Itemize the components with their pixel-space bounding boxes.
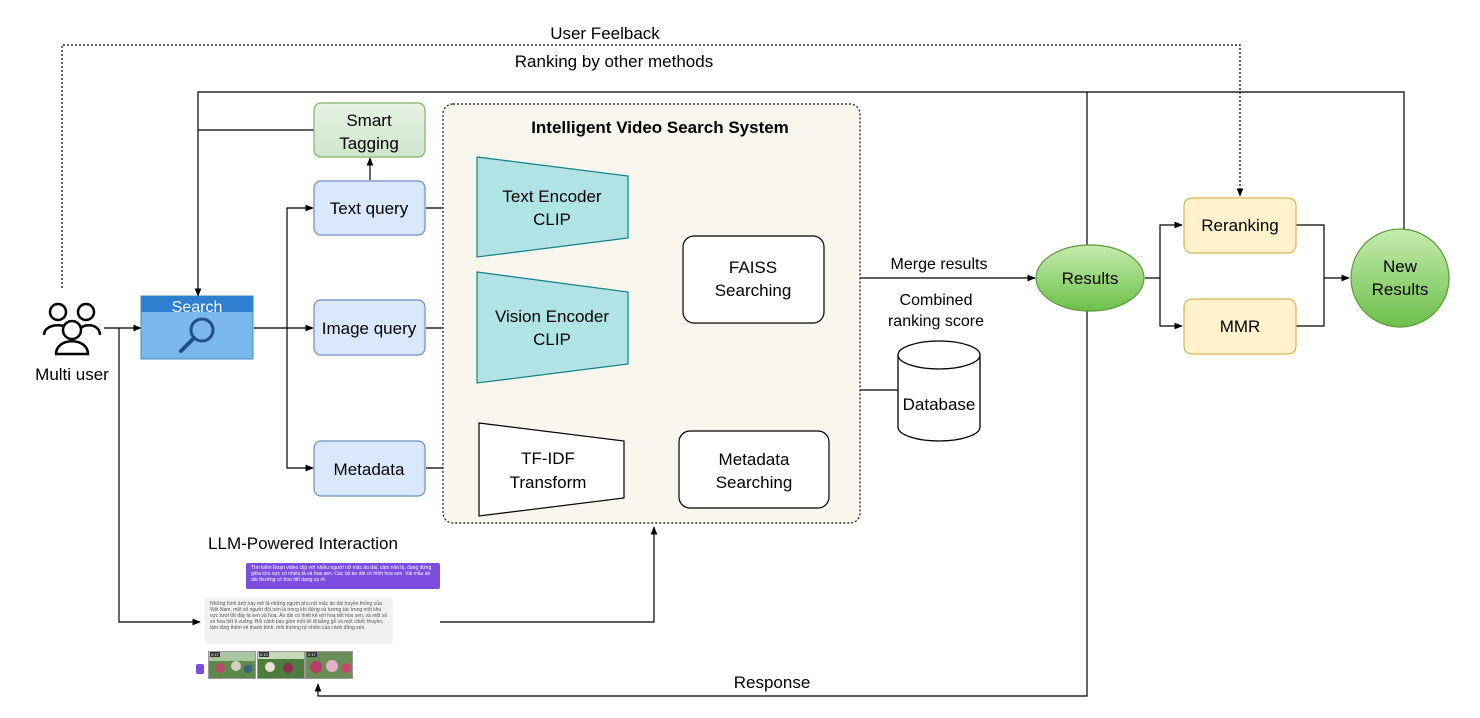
users-to-llm-line bbox=[118, 328, 201, 626]
ranking-other-label: Ranking by other methods bbox=[515, 52, 713, 71]
image-query-label: Image query bbox=[322, 319, 417, 338]
search-label: Search bbox=[172, 299, 223, 316]
llm-to-system-line bbox=[440, 526, 658, 623]
smart-tagging-line2: Tagging bbox=[339, 134, 399, 153]
user-feedback-label: User Feelback bbox=[550, 24, 660, 43]
llm-bot-message: Những hình ảnh này mô tả những người phụ… bbox=[205, 598, 393, 644]
merge-results-label: Merge results bbox=[891, 256, 988, 273]
search-window[interactable] bbox=[140, 295, 254, 360]
results-to-mmr-line bbox=[1145, 277, 1183, 330]
text-query-box bbox=[313, 180, 426, 236]
metadata-searching-line2: Searching bbox=[716, 473, 793, 492]
new-results-line1: New bbox=[1383, 257, 1418, 276]
search-to-queries-line bbox=[254, 204, 314, 329]
text-query-label: Text query bbox=[330, 199, 409, 218]
llm-thumbnail[interactable]: 0:47 bbox=[208, 651, 256, 679]
ranking-loop-line bbox=[194, 91, 1405, 297]
system-title: Intelligent Video Search System bbox=[531, 118, 789, 137]
text-encoder-line2: CLIP bbox=[533, 210, 571, 229]
mmr-to-new-line bbox=[1296, 278, 1325, 327]
results-node bbox=[1035, 244, 1145, 312]
llm-title: LLM-Powered Interaction bbox=[208, 534, 398, 553]
multi-user-icon bbox=[42, 302, 102, 356]
smart-tagging-box bbox=[313, 102, 426, 158]
response-line bbox=[314, 92, 1088, 697]
metadata-searching-box bbox=[678, 430, 830, 509]
database-cylinder bbox=[897, 340, 981, 442]
metadata-label: Metadata bbox=[334, 460, 405, 479]
mmr-box bbox=[1183, 298, 1297, 355]
vision-encoder-line1: Vision Encoder bbox=[495, 307, 609, 326]
metadata-box bbox=[313, 440, 426, 497]
bot-avatar-icon bbox=[196, 664, 204, 674]
llm-thumbnail[interactable]: 0:13 bbox=[257, 651, 305, 679]
thumbnail-timestamp: 0:47 bbox=[210, 652, 220, 657]
faiss-box bbox=[682, 235, 825, 324]
results-label: Results bbox=[1062, 269, 1119, 288]
mmr-label: MMR bbox=[1220, 317, 1261, 336]
thumbnail-timestamp: 0:17 bbox=[307, 652, 317, 657]
llm-user-message: Tìm kiếm Đoạn video clip với nhiều người… bbox=[246, 563, 440, 589]
new-results-node bbox=[1350, 228, 1450, 328]
vision-encoder-line2: CLIP bbox=[533, 330, 571, 349]
tfidf-line1: TF-IDF bbox=[521, 449, 575, 468]
results-to-rerank-line bbox=[1159, 221, 1183, 278]
vision-encoder-shape bbox=[476, 271, 629, 384]
smart-tagging-line1: Smart bbox=[346, 111, 392, 130]
new-results-line2: Results bbox=[1372, 280, 1429, 299]
tfidf-shape bbox=[478, 422, 625, 517]
faiss-line2: Searching bbox=[715, 281, 792, 300]
combined-score-line1: Combined bbox=[900, 292, 973, 309]
image-query-box bbox=[313, 299, 426, 356]
magnifier-icon bbox=[189, 317, 215, 343]
llm-thumbnail[interactable]: 0:17 bbox=[305, 651, 353, 679]
thumbnail-timestamp: 0:13 bbox=[259, 652, 269, 657]
text-encoder-shape bbox=[476, 156, 629, 258]
multi-user-label: Multi user bbox=[35, 365, 109, 384]
user-feedback-line bbox=[61, 44, 1244, 288]
combined-score-line2: ranking score bbox=[888, 313, 984, 330]
text-encoder-line1: Text Encoder bbox=[502, 187, 602, 206]
search-to-metadata-line bbox=[286, 328, 314, 472]
rerank-to-new-line bbox=[1296, 224, 1350, 282]
tfidf-line2: Transform bbox=[510, 473, 587, 492]
faiss-line1: FAISS bbox=[729, 258, 777, 277]
reranking-box bbox=[1183, 197, 1297, 254]
metadata-searching-line1: Metadata bbox=[719, 450, 790, 469]
reranking-label: Reranking bbox=[1201, 216, 1279, 235]
database-label: Database bbox=[903, 395, 976, 414]
response-label: Response bbox=[734, 673, 811, 692]
